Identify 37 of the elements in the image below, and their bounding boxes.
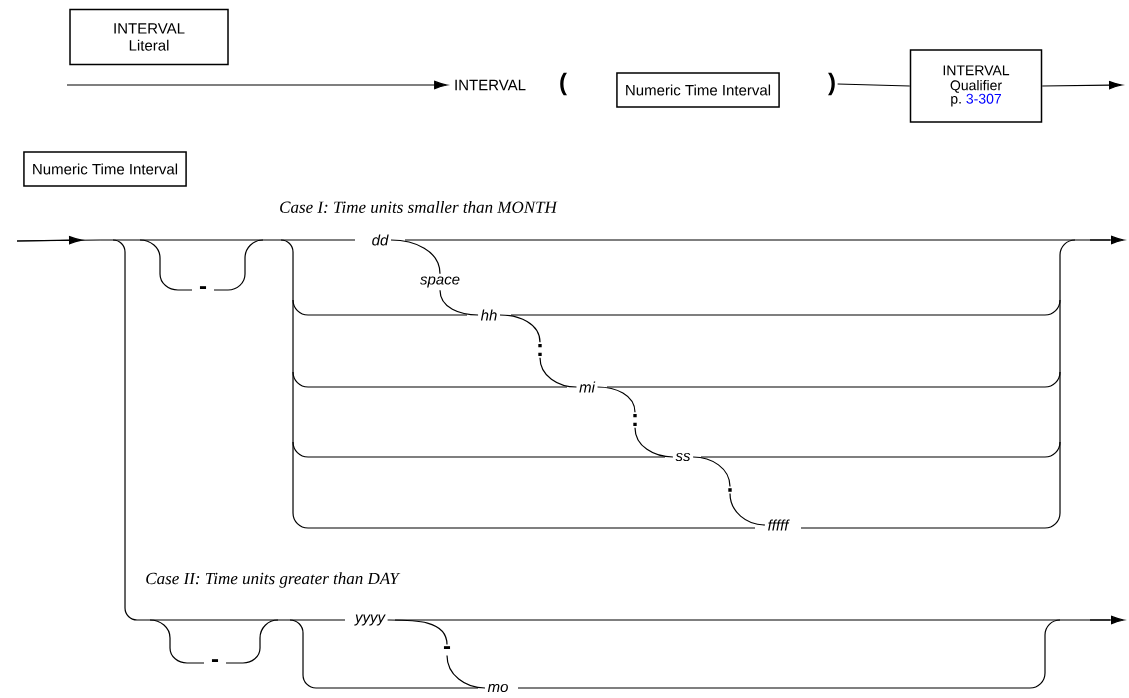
track-line bbox=[387, 619, 448, 646]
track-line bbox=[439, 289, 479, 316]
variable-text: mo bbox=[487, 683, 508, 693]
variable-text: space bbox=[420, 276, 460, 288]
keyword-text: INTERVAL bbox=[455, 79, 526, 91]
track-line bbox=[390, 239, 441, 275]
symbol-text: : bbox=[633, 413, 637, 427]
syntax-box: Numeric Time Interval bbox=[616, 72, 780, 108]
case-heading: Case II: Time units greater than DAY bbox=[146, 572, 401, 588]
syntax-box: INTERVAL Qualifier p. 3-307 bbox=[909, 49, 1043, 123]
variable-text: dd bbox=[372, 234, 389, 246]
page-link: 3-307 bbox=[966, 93, 1001, 104]
variable-text: yyyy bbox=[354, 614, 386, 626]
symbol-text: ( bbox=[560, 72, 567, 96]
track-line bbox=[729, 492, 766, 526]
symbol-text: - bbox=[199, 286, 207, 289]
symbol-text: : bbox=[538, 343, 542, 357]
variable-text: ss bbox=[675, 452, 691, 462]
symbol-text: - bbox=[443, 646, 451, 649]
track-line bbox=[634, 427, 674, 458]
track-line bbox=[1041, 81, 1123, 90]
track-line bbox=[837, 83, 911, 87]
symbol-text: . bbox=[728, 488, 732, 492]
track-line bbox=[446, 654, 486, 689]
track-line bbox=[499, 314, 541, 343]
track-line bbox=[596, 386, 636, 413]
symbol-text: - bbox=[211, 659, 219, 662]
syntax-box: INTERVAL Literal bbox=[69, 8, 229, 66]
syntax-box: Numeric Time Interval bbox=[23, 151, 187, 187]
track-line bbox=[692, 456, 731, 488]
variable-text: hh bbox=[480, 309, 497, 321]
case-heading: Case I: Time units smaller than MONTH bbox=[280, 201, 558, 213]
symbol-text: ) bbox=[828, 72, 835, 96]
variable-text: fffff bbox=[768, 519, 790, 531]
track-line bbox=[539, 357, 578, 388]
track-line bbox=[66, 80, 448, 90]
variable-text: mi bbox=[579, 381, 596, 393]
